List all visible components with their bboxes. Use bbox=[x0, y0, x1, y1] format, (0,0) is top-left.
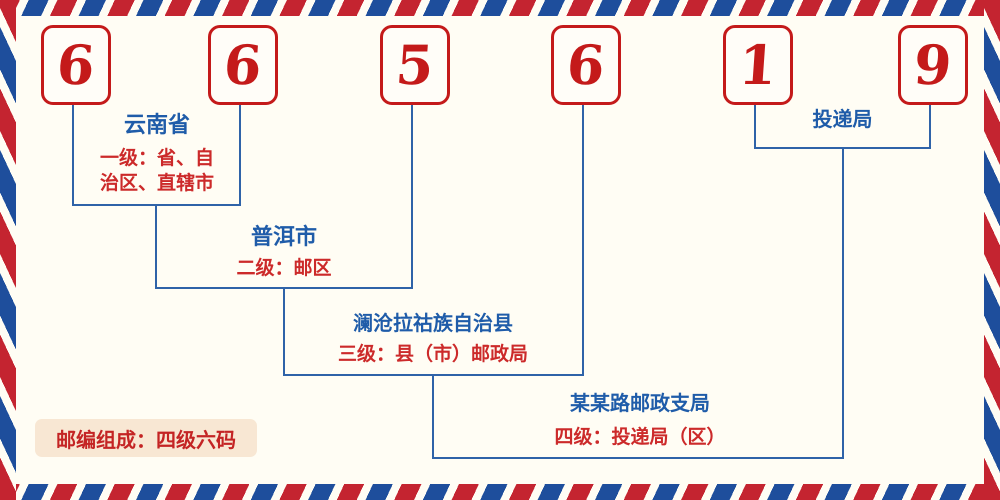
level3-region-name: 澜沧拉祜族自治县 bbox=[353, 313, 513, 335]
digit-box-3: 5 bbox=[380, 25, 450, 105]
postal-digit-1: 6 bbox=[54, 33, 98, 97]
postal-digit-5: 1 bbox=[736, 33, 780, 97]
delivery-label-group: 投递局 bbox=[762, 108, 923, 132]
level4-description: 四级：投递局（区） bbox=[554, 427, 726, 448]
postal-composition-text: 邮编组成：四级六码 bbox=[56, 429, 236, 452]
delivery-office-name: 投递局 bbox=[812, 109, 873, 131]
connector-level4 bbox=[432, 148, 844, 459]
level4-label-group: 某某路邮政支局 四级：投递局（区） bbox=[490, 392, 790, 451]
level1-description: 一级：省、自治区、直辖市 bbox=[99, 148, 214, 195]
postal-digit-4: 6 bbox=[564, 33, 608, 97]
level2-label-group: 普洱市 二级：邮区 bbox=[166, 224, 402, 282]
airmail-stripe-left bbox=[0, 0, 16, 500]
level3-label-group: 澜沧拉祜族自治县 三级：县（市）邮政局 bbox=[283, 312, 583, 368]
digit-box-1: 6 bbox=[41, 25, 111, 105]
level1-label-group: 云南省 一级：省、自治区、直辖市 bbox=[77, 112, 237, 197]
level1-region-name: 云南省 bbox=[123, 112, 190, 137]
level3-description: 三级：县（市）邮政局 bbox=[337, 344, 528, 365]
digit-box-2: 6 bbox=[208, 25, 278, 105]
postal-composition-badge: 邮编组成：四级六码 bbox=[35, 419, 257, 457]
postal-digit-3: 5 bbox=[393, 33, 437, 97]
airmail-stripe-bottom bbox=[0, 484, 1000, 500]
postal-digit-6: 9 bbox=[911, 33, 955, 97]
level2-region-name: 普洱市 bbox=[250, 224, 317, 249]
airmail-stripe-right bbox=[984, 0, 1000, 500]
digit-box-4: 6 bbox=[551, 25, 621, 105]
postal-digit-2: 6 bbox=[221, 33, 265, 97]
digit-box-6: 9 bbox=[898, 25, 968, 105]
level4-office-name: 某某路邮政支局 bbox=[570, 393, 710, 415]
level2-description: 二级：邮区 bbox=[236, 258, 332, 280]
digit-box-5: 1 bbox=[723, 25, 793, 105]
airmail-stripe-top bbox=[0, 0, 1000, 16]
